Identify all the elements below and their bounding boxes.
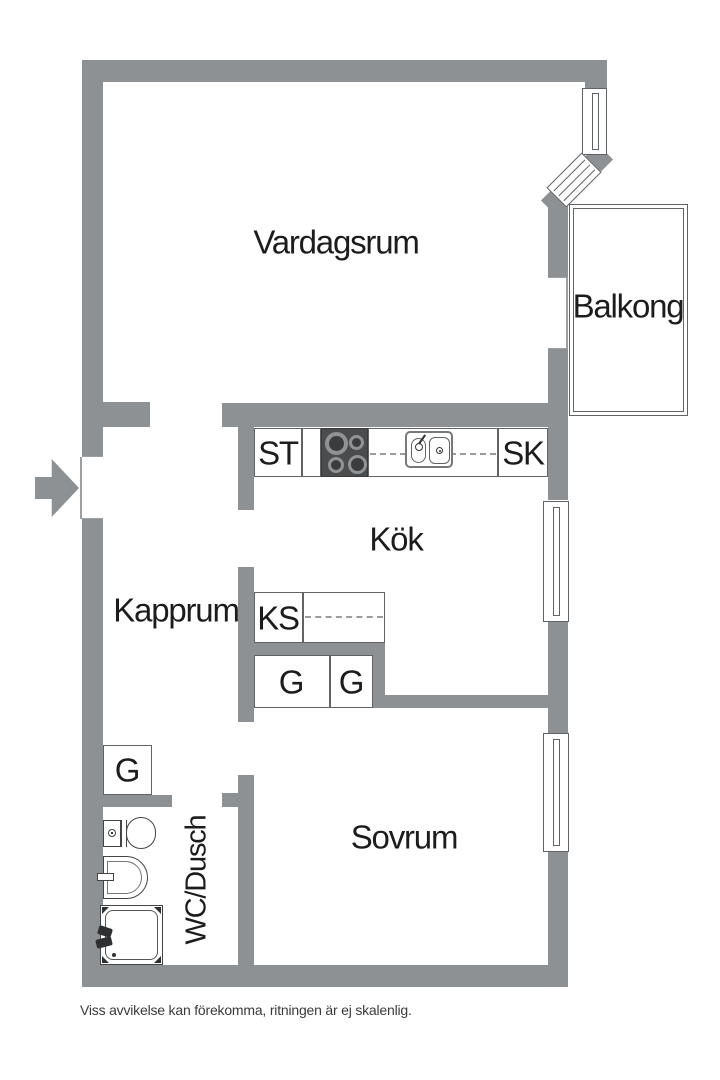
- toilet-bowl: [126, 817, 156, 849]
- wall-segment: [82, 60, 103, 457]
- burner-icon: [348, 455, 367, 474]
- room-label-hall: Kapprum: [113, 591, 240, 629]
- entrance-arrow-icon: [35, 459, 79, 517]
- wall-segment: [238, 643, 385, 655]
- flush-button: [108, 829, 116, 837]
- wall-segment: [585, 82, 607, 88]
- window-icon: [543, 733, 569, 852]
- room-label-kitchen: Kök: [369, 520, 423, 558]
- room-label-balcony: Balkong: [572, 287, 685, 325]
- window-pane: [592, 93, 599, 150]
- wall-segment: [222, 403, 568, 427]
- stove-icon: [321, 428, 368, 477]
- burner-icon: [325, 432, 348, 455]
- counter-cell: [302, 428, 321, 477]
- burner-icon: [328, 457, 344, 473]
- window-pane: [553, 507, 560, 616]
- wall-segment: [82, 519, 103, 987]
- wardrobe-cabinet: [103, 745, 152, 795]
- shower-corner-mark: [102, 956, 109, 963]
- burner-icon: [349, 435, 364, 450]
- ks-dash-line: [305, 616, 383, 618]
- flush-dot: [111, 832, 113, 834]
- balcony-outline: [569, 204, 688, 416]
- wall-segment: [238, 427, 254, 510]
- window-icon: [543, 501, 569, 622]
- wall-cap: [82, 456, 103, 457]
- shower-drain-dot: [112, 953, 116, 957]
- wall-segment: [548, 852, 568, 987]
- window-icon: [582, 88, 607, 155]
- shower-corner-mark: [102, 907, 109, 914]
- balcony-door-opening-line: [566, 278, 568, 348]
- wall-cap: [548, 277, 568, 278]
- wall-segment: [103, 795, 172, 807]
- room-label-bathroom: WC/Dusch: [180, 815, 213, 945]
- counter-cell-st: [254, 428, 302, 477]
- wall-segment: [238, 775, 254, 965]
- wall-segment: [548, 198, 568, 278]
- wall-segment: [385, 695, 548, 708]
- wall-segment: [82, 965, 568, 987]
- shower-corner-mark: [154, 907, 161, 914]
- wardrobe-cabinet: [254, 655, 330, 708]
- entrance-opening-line: [80, 457, 82, 519]
- sink-basin-left: [411, 438, 426, 463]
- label-ks: KS: [257, 599, 300, 637]
- label-g-kitchen-2: G: [338, 663, 365, 701]
- wall-segment: [222, 793, 238, 807]
- room-label-bedroom: Sovrum: [350, 818, 459, 856]
- label-st: ST: [258, 434, 299, 472]
- toilet-icon: [103, 820, 121, 847]
- wall-cap: [82, 518, 103, 519]
- window-pane: [553, 739, 560, 846]
- wall-segment: [372, 655, 385, 708]
- wardrobe-cabinet: [330, 655, 373, 708]
- label-sk: SK: [502, 434, 545, 472]
- wall-segment: [548, 622, 568, 733]
- counter-cell-sk: [498, 428, 548, 477]
- wall-segment: [82, 60, 607, 82]
- wall-cap: [548, 348, 568, 349]
- sink-basin-right: [429, 437, 450, 464]
- label-g-hall: G: [114, 751, 141, 789]
- balcony-inner-outline: [573, 208, 684, 412]
- drain-dot: [438, 449, 441, 452]
- ks-cabinet: [254, 592, 303, 643]
- wall-segment: [103, 402, 150, 427]
- drain-icon: [436, 447, 443, 454]
- label-g-kitchen-1: G: [278, 663, 305, 701]
- washbasin-tap: [97, 873, 114, 881]
- disclaimer-text: Viss avvikelse kan förekomma, ritningen …: [80, 1002, 412, 1018]
- window-pane: [553, 159, 586, 192]
- shower-corner-mark: [154, 956, 161, 963]
- room-label-living: Vardagsrum: [253, 223, 419, 261]
- sink-icon: [405, 431, 453, 468]
